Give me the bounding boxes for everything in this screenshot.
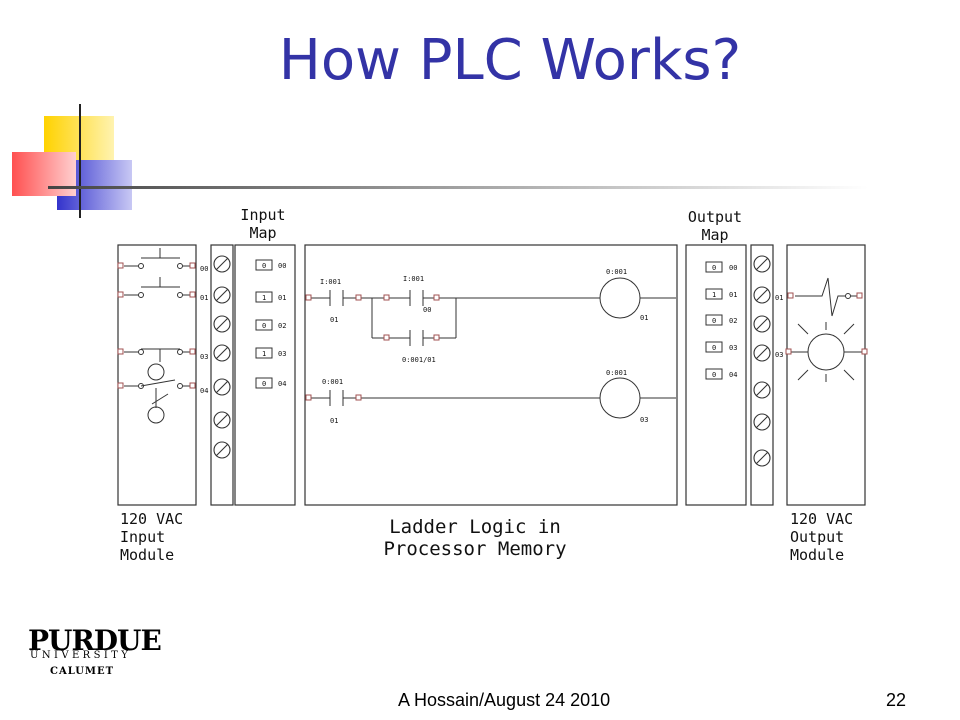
title-decoration	[12, 104, 868, 218]
output-map-bit: 0	[712, 264, 716, 272]
title-rule	[48, 186, 868, 189]
output-map-addr: 04	[729, 371, 737, 379]
input-map-addr: 04	[278, 380, 286, 388]
rung1-coil-tag: 0:001	[606, 268, 627, 276]
input-module-label-1: 120 VAC	[120, 510, 183, 528]
rung1-contact2-bit: 00	[423, 306, 431, 314]
input-map-addr: 01	[278, 294, 286, 302]
input-map-bit: 0	[262, 262, 266, 270]
output-map-addr: 00	[729, 264, 737, 272]
page-number: 22	[886, 690, 907, 710]
input-map-addr: 02	[278, 322, 286, 330]
input-map-addr: 00	[278, 262, 286, 270]
output-module-box	[786, 244, 866, 506]
input-map-label-2: Map	[249, 224, 276, 242]
input-module-box	[117, 244, 197, 506]
output-terminal-01: 01	[775, 294, 783, 302]
input-map-bit: 1	[262, 294, 266, 302]
output-map-bit: 0	[712, 317, 716, 325]
logo-name: PURDUE	[28, 624, 162, 657]
logo-university: UNIVERSITY	[30, 650, 132, 661]
output-terminal-strip	[750, 244, 774, 506]
output-devices	[790, 277, 862, 382]
input-map-bit: 0	[262, 380, 266, 388]
ladder-logic	[306, 277, 676, 419]
rung2-coil-bit: 03	[640, 416, 648, 424]
processor-label-1: Ladder Logic in	[389, 516, 561, 538]
output-map-addr: 03	[729, 344, 737, 352]
input-module-label-3: Module	[120, 546, 174, 564]
output-map-label-2: Map	[701, 226, 728, 244]
output-map-bit: 0	[712, 371, 716, 379]
processor-box	[304, 244, 678, 506]
input-terminal-04: 04	[200, 387, 208, 395]
input-screws	[213, 255, 231, 459]
output-map-addr: 01	[729, 291, 737, 299]
input-terminal-01: 01	[200, 294, 208, 302]
rung2-contact-bit: 01	[330, 417, 338, 425]
input-map-bit: 1	[262, 350, 266, 358]
output-module-label-1: 120 VAC	[790, 510, 853, 528]
rung1-contact2-tag: I:001	[403, 275, 424, 283]
input-terminal-03: 03	[200, 353, 208, 361]
output-map-addr: 02	[729, 317, 737, 325]
output-map-bit: 1	[712, 291, 716, 299]
output-map-label-1: Output	[688, 208, 742, 226]
rung1-contact1-tag: I:001	[320, 278, 341, 286]
input-map-label-1: Input	[240, 206, 285, 224]
input-map-bit: 0	[262, 322, 266, 330]
input-devices	[124, 248, 192, 424]
input-module-label-2: Input	[120, 528, 165, 546]
output-terminal-03: 03	[775, 351, 783, 359]
input-terminal-strip	[210, 244, 234, 506]
input-terminal-00: 00	[200, 265, 208, 273]
output-map-box	[685, 244, 747, 506]
footer-author-date: A Hossain/August 24 2010	[398, 690, 611, 710]
output-module-label-3: Module	[790, 546, 844, 564]
rung1-coil-bit: 01	[640, 314, 648, 322]
processor-label-2: Processor Memory	[383, 538, 566, 560]
output-map-bit: 0	[712, 344, 716, 352]
output-screws	[753, 255, 771, 467]
rung2-contact-tag: 0:001	[322, 378, 343, 386]
input-map-box	[234, 244, 296, 506]
purdue-calumet-logo: PURDUE UNIVERSITY CALUMET	[28, 624, 162, 682]
slide-title: How PLC Works?	[278, 28, 742, 93]
output-module-label-2: Output	[790, 528, 844, 546]
rung1-branch-tag: 0:001/01	[402, 356, 436, 364]
rung1-contact1-bit: 01	[330, 316, 338, 324]
input-map-addr: 03	[278, 350, 286, 358]
rung2-coil-tag: 0:001	[606, 369, 627, 377]
logo-campus: CALUMET	[50, 666, 115, 677]
